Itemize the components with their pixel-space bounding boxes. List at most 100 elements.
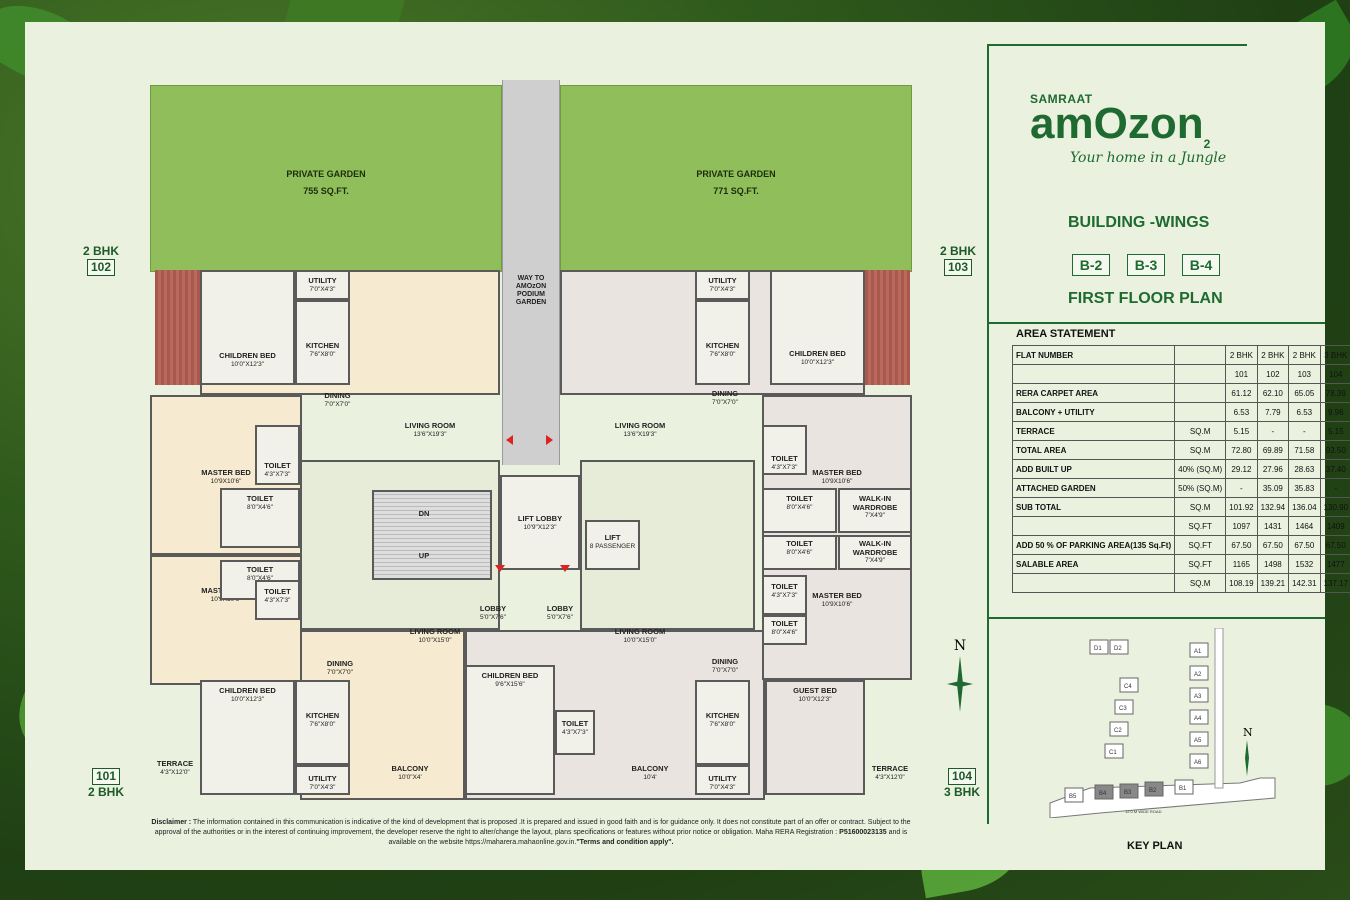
area-value: 6.53 [1225, 402, 1258, 422]
area-value: 35.83 [1288, 478, 1321, 498]
area-value: 93.50 [1319, 440, 1350, 460]
area-unit: SQ.M [1174, 497, 1227, 517]
area-value: 142.31 [1288, 573, 1321, 593]
area-value: 62.10 [1256, 383, 1290, 403]
key-plan-block-label: A4 [1194, 716, 1202, 722]
building-wings-title: BUILDING -WINGS [1068, 214, 1210, 231]
area-value: 139.21 [1256, 573, 1290, 593]
deck-right [865, 270, 910, 385]
area-value: 1477 [1319, 554, 1350, 574]
area-value: - [1319, 478, 1350, 498]
area-value: 71.58 [1288, 440, 1321, 460]
entry-arrow-icon [495, 565, 505, 572]
area-unit [1174, 402, 1227, 422]
road-label: 12.0 M WIDE ROAD [1125, 809, 1162, 814]
key-plan-block [1089, 639, 1109, 655]
staircase: DN UP [372, 490, 492, 580]
area-value: 103 [1288, 364, 1321, 384]
area-statement-title: AREA STATEMENT [1016, 328, 1116, 340]
area-value: 136.04 [1288, 497, 1321, 517]
area-row: ADD 50 % OF PARKING AREA(135 Sq.Ft)SQ.FT… [1011, 535, 1350, 555]
area-unit: SQ.FT [1174, 516, 1227, 536]
area-value: 102 [1256, 364, 1290, 384]
area-value: 65.05 [1288, 383, 1321, 403]
area-row-label [1011, 573, 1176, 593]
area-unit: SQ.FT [1174, 535, 1227, 555]
area-value: 67.50 [1288, 535, 1321, 555]
area-row-label: RERA CARPET AREA [1011, 383, 1176, 403]
area-value: 6.53 [1288, 402, 1321, 422]
key-plan-block [1189, 642, 1209, 658]
area-value: 27.96 [1256, 459, 1290, 479]
key-plan-block [1119, 783, 1139, 799]
area-value: 61.12 [1225, 383, 1258, 403]
central-walkway: WAY TO AMOzON PODIUM GARDEN [502, 80, 560, 465]
area-value: 101 [1225, 364, 1258, 384]
area-row-label: BALCONY + UTILITY [1011, 402, 1176, 422]
area-value: 1498 [1256, 554, 1290, 574]
disclaimer: Disclaimer : The information contained i… [151, 819, 911, 847]
area-unit: 40% (SQ.M) [1174, 459, 1227, 479]
area-unit: SQ.M [1174, 573, 1227, 593]
key-plan-block [1109, 639, 1129, 655]
area-row-label: SUB TOTAL [1011, 497, 1176, 517]
key-plan-block-label: B4 [1099, 791, 1107, 797]
area-value: 1165 [1225, 554, 1258, 574]
area-value: 67.50 [1319, 535, 1350, 555]
key-plan-block-label: B5 [1069, 794, 1077, 800]
area-value: 1431 [1256, 516, 1290, 536]
wing-badge: B-4 [1182, 254, 1220, 276]
key-plan-block-label: C3 [1119, 706, 1127, 712]
area-value: 108.19 [1225, 573, 1258, 593]
area-row-label: TOTAL AREA [1011, 440, 1176, 460]
wing-badge: B-2 [1072, 254, 1110, 276]
divider [987, 617, 1325, 619]
area-unit [1174, 364, 1227, 384]
area-unit: SQ.FT [1174, 554, 1227, 574]
key-plan-block-label: C2 [1114, 728, 1122, 734]
divider-vertical [987, 44, 989, 824]
key-plan-block [1189, 709, 1209, 725]
area-value: 67.50 [1256, 535, 1290, 555]
area-unit: SQ.M [1174, 440, 1227, 460]
area-row-label: ATTACHED GARDEN [1011, 478, 1176, 498]
area-unit: SQ.M [1174, 421, 1227, 441]
area-value: 78.39 [1319, 383, 1350, 403]
area-value: 1409 [1319, 516, 1350, 536]
area-row-label [1011, 364, 1176, 384]
key-plan-block-label: A5 [1194, 738, 1202, 744]
area-value: 37.40 [1319, 459, 1350, 479]
area-value: 2 BHK [1288, 345, 1321, 365]
key-plan-title: KEY PLAN [1127, 840, 1183, 852]
key-plan-block-label: A2 [1194, 672, 1202, 678]
